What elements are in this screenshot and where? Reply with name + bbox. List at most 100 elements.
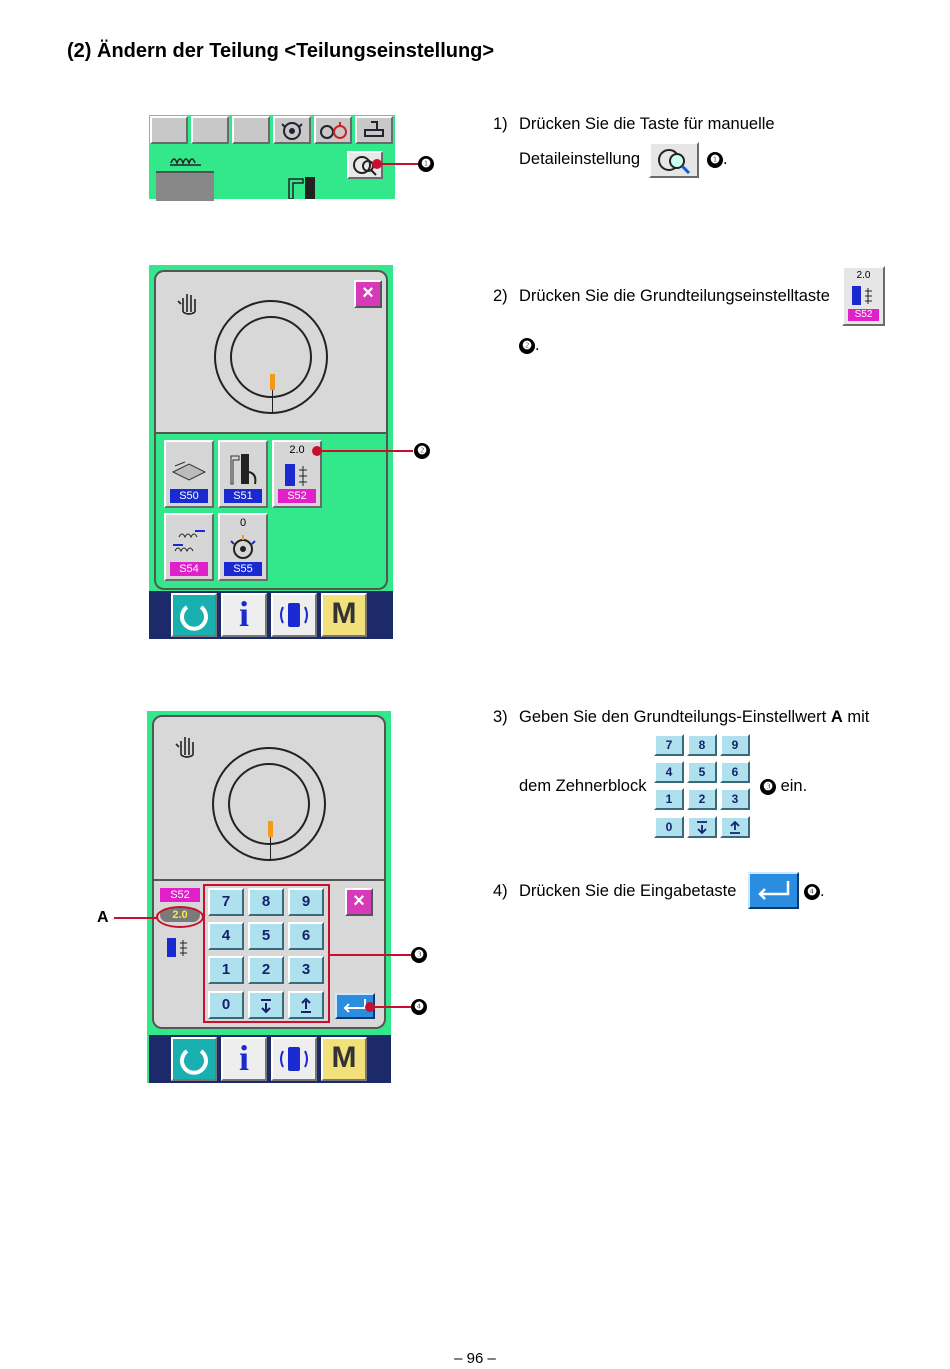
step-2-number: 2) — [493, 287, 508, 305]
key-1[interactable]: 1 — [208, 956, 244, 984]
ready-button[interactable] — [171, 593, 217, 637]
inline-s52-code: S52 — [848, 309, 879, 321]
inline-s52-icon: 2.0 S52 — [842, 266, 885, 326]
callout-1: ❶ — [418, 156, 434, 172]
increase-button[interactable] — [288, 991, 324, 1019]
info-icon: i — [238, 594, 249, 634]
key-8[interactable]: 8 — [248, 888, 284, 916]
step-1-ref-number: ❶ — [707, 151, 723, 168]
key-5[interactable]: 5 — [248, 922, 284, 950]
button-s54[interactable]: S54 — [164, 513, 214, 581]
step-3-end: ein. — [776, 777, 808, 795]
bobbin-counter-icon — [230, 535, 256, 559]
pitch-icon — [167, 938, 187, 957]
step-4-number: 4) — [493, 882, 508, 900]
thread-counter-button[interactable] — [314, 116, 352, 144]
stitch-ring-outer — [212, 747, 326, 861]
callout-a-ellipse — [156, 906, 204, 928]
screen-2: × S50 S51 2.0 S52 S54 0 S55 i M — [149, 265, 393, 639]
info-button[interactable]: i — [221, 1037, 267, 1081]
small-key-2: 2 — [687, 788, 717, 810]
button-s55[interactable]: 0 S55 — [218, 513, 268, 581]
key-2[interactable]: 2 — [248, 956, 284, 984]
step-3-line-2: dem Zehnerblock — [519, 777, 646, 796]
stitch-ring-outer — [214, 300, 328, 414]
key-6[interactable]: 6 — [288, 922, 324, 950]
communication-icon — [280, 603, 308, 627]
button-s52[interactable]: 2.0 S52 — [272, 440, 322, 508]
step-3-line-1: 3) Geben Sie den Grundteilungs-Einstellwe… — [493, 708, 869, 727]
step-3-ref: ❸ ein. — [760, 777, 807, 796]
stitch-ring-inner — [228, 763, 310, 845]
key-9[interactable]: 9 — [288, 888, 324, 916]
info-button[interactable]: i — [221, 593, 267, 637]
small-key-3: 3 — [720, 788, 750, 810]
inline-keypad-icon: 7 8 9 4 5 6 1 2 3 0 — [653, 733, 753, 839]
preview-area — [156, 171, 214, 201]
callout-4: ❹ — [411, 999, 427, 1015]
close-button[interactable]: × — [345, 888, 373, 916]
wave-stitch-icon — [173, 530, 205, 553]
bobbin-counter-button[interactable] — [273, 116, 311, 144]
enter-icon — [758, 881, 790, 900]
increase-icon — [730, 820, 740, 834]
communication-button[interactable] — [271, 1037, 317, 1081]
step-3-text-post: mit — [842, 708, 870, 726]
step-2-ref: ❷. — [519, 336, 540, 355]
communication-button[interactable] — [271, 593, 317, 637]
ready-button[interactable] — [171, 1037, 217, 1081]
key-4[interactable]: 4 — [208, 922, 244, 950]
needle-line — [272, 390, 273, 414]
manual-detail-button[interactable] — [347, 151, 383, 179]
step-4-line-1: 4)Drücken Sie die Eingabetaste — [493, 882, 736, 901]
small-key-8: 8 — [687, 734, 717, 756]
winder-icon — [364, 121, 384, 137]
step-1-ref: ❶. — [707, 150, 728, 169]
toolbar-button-1[interactable] — [150, 116, 188, 144]
step-3-bold: A — [830, 708, 843, 726]
code-s55: S55 — [224, 562, 262, 576]
step-3-text: Geben Sie den Grundteilungs-Einstellwert — [519, 708, 831, 726]
small-key-0: 0 — [654, 816, 684, 838]
step-1-line-1: 1)Drücken Sie die Taste für manuelle — [493, 115, 775, 134]
mode-button[interactable]: M — [321, 593, 367, 637]
small-key-9: 9 — [720, 734, 750, 756]
hand-icon — [177, 294, 196, 315]
ready-icon — [180, 1049, 208, 1075]
inline-s52-value: 2.0 — [856, 270, 871, 281]
small-decrease-key — [687, 816, 717, 838]
winder-button[interactable] — [355, 116, 393, 144]
keypad-highlight — [203, 884, 330, 1023]
thread-counter-icon — [320, 122, 347, 139]
button-s50[interactable]: S50 — [164, 440, 214, 508]
decrease-icon — [261, 999, 271, 1014]
value-s52: 2.0 — [289, 444, 305, 456]
screen-1 — [149, 115, 395, 201]
decrease-button[interactable] — [248, 991, 284, 1019]
value-s55: 0 — [239, 517, 247, 529]
callout-3: ❸ — [411, 947, 427, 963]
button-s51[interactable]: S51 — [218, 440, 268, 508]
step-3-number: 3) — [493, 708, 508, 726]
callout-a-line — [114, 917, 158, 919]
callout-line-4 — [370, 1006, 412, 1008]
key-7[interactable]: 7 — [208, 888, 244, 916]
toolbar-button-2[interactable] — [191, 116, 229, 144]
mode-button[interactable]: M — [321, 1037, 367, 1081]
code-s51: S51 — [224, 489, 262, 503]
step-4-ref: ❹. — [804, 882, 825, 901]
key-0[interactable]: 0 — [208, 991, 244, 1019]
inline-enter-icon — [748, 872, 799, 909]
small-key-4: 4 — [654, 761, 684, 783]
step-4-ref-number: ❹ — [804, 883, 820, 900]
toolbar-button-3[interactable] — [232, 116, 270, 144]
step-2-end: . — [535, 336, 540, 354]
section-title: (2) Ändern der Teilung <Teilungseinstell… — [67, 40, 495, 62]
presser-plate-icon — [171, 461, 207, 481]
key-3[interactable]: 3 — [288, 956, 324, 984]
close-button[interactable]: × — [354, 280, 382, 308]
small-key-5: 5 — [687, 761, 717, 783]
code-s54: S54 — [170, 562, 208, 576]
info-icon: i — [238, 1038, 249, 1078]
code-s52: S52 — [278, 489, 316, 503]
